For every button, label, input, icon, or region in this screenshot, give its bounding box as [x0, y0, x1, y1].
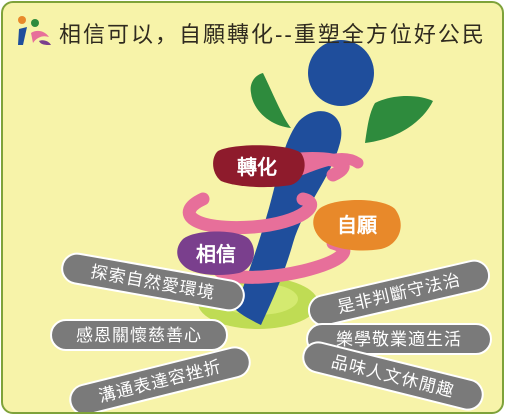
value-pill-right-2: [306, 323, 492, 355]
figure-head: [308, 40, 374, 106]
diagram-illustration: 轉化 自願 相信 探索自然愛環境 感恩關懷慈善心 溝通表達容挫折 是非判斷守法治…: [50, 40, 492, 412]
figure-logo-icon: [18, 16, 51, 45]
value-pill-left-1: [61, 252, 245, 312]
value-pill-left-2: [50, 319, 228, 351]
transform-blob: [213, 145, 305, 188]
value-left-2: 感恩關懷慈善心: [76, 326, 202, 346]
voluntary-label: 自願: [337, 213, 378, 237]
ribbon-mid: [182, 192, 317, 235]
value-pill-right-3: [302, 341, 484, 411]
value-pill-left-3: [69, 346, 251, 412]
value-pill-right-1: [307, 259, 491, 327]
value-right-2: 樂學敬業適生活: [336, 330, 462, 350]
voluntary-blob: [313, 200, 401, 251]
believe-label: 相信: [196, 242, 236, 266]
right-leaf-icon: [365, 96, 433, 143]
believe-blob: [177, 231, 254, 275]
left-leaf-icon: [250, 73, 291, 128]
page-title: 相信可以，自願轉化--重塑全方位好公民: [59, 23, 486, 48]
transform-label: 轉化: [237, 155, 277, 179]
diagram-card: 轉化 自願 相信 探索自然愛環境 感恩關懷慈善心 溝通表達容挫折 是非判斷守法治…: [1, 1, 504, 414]
